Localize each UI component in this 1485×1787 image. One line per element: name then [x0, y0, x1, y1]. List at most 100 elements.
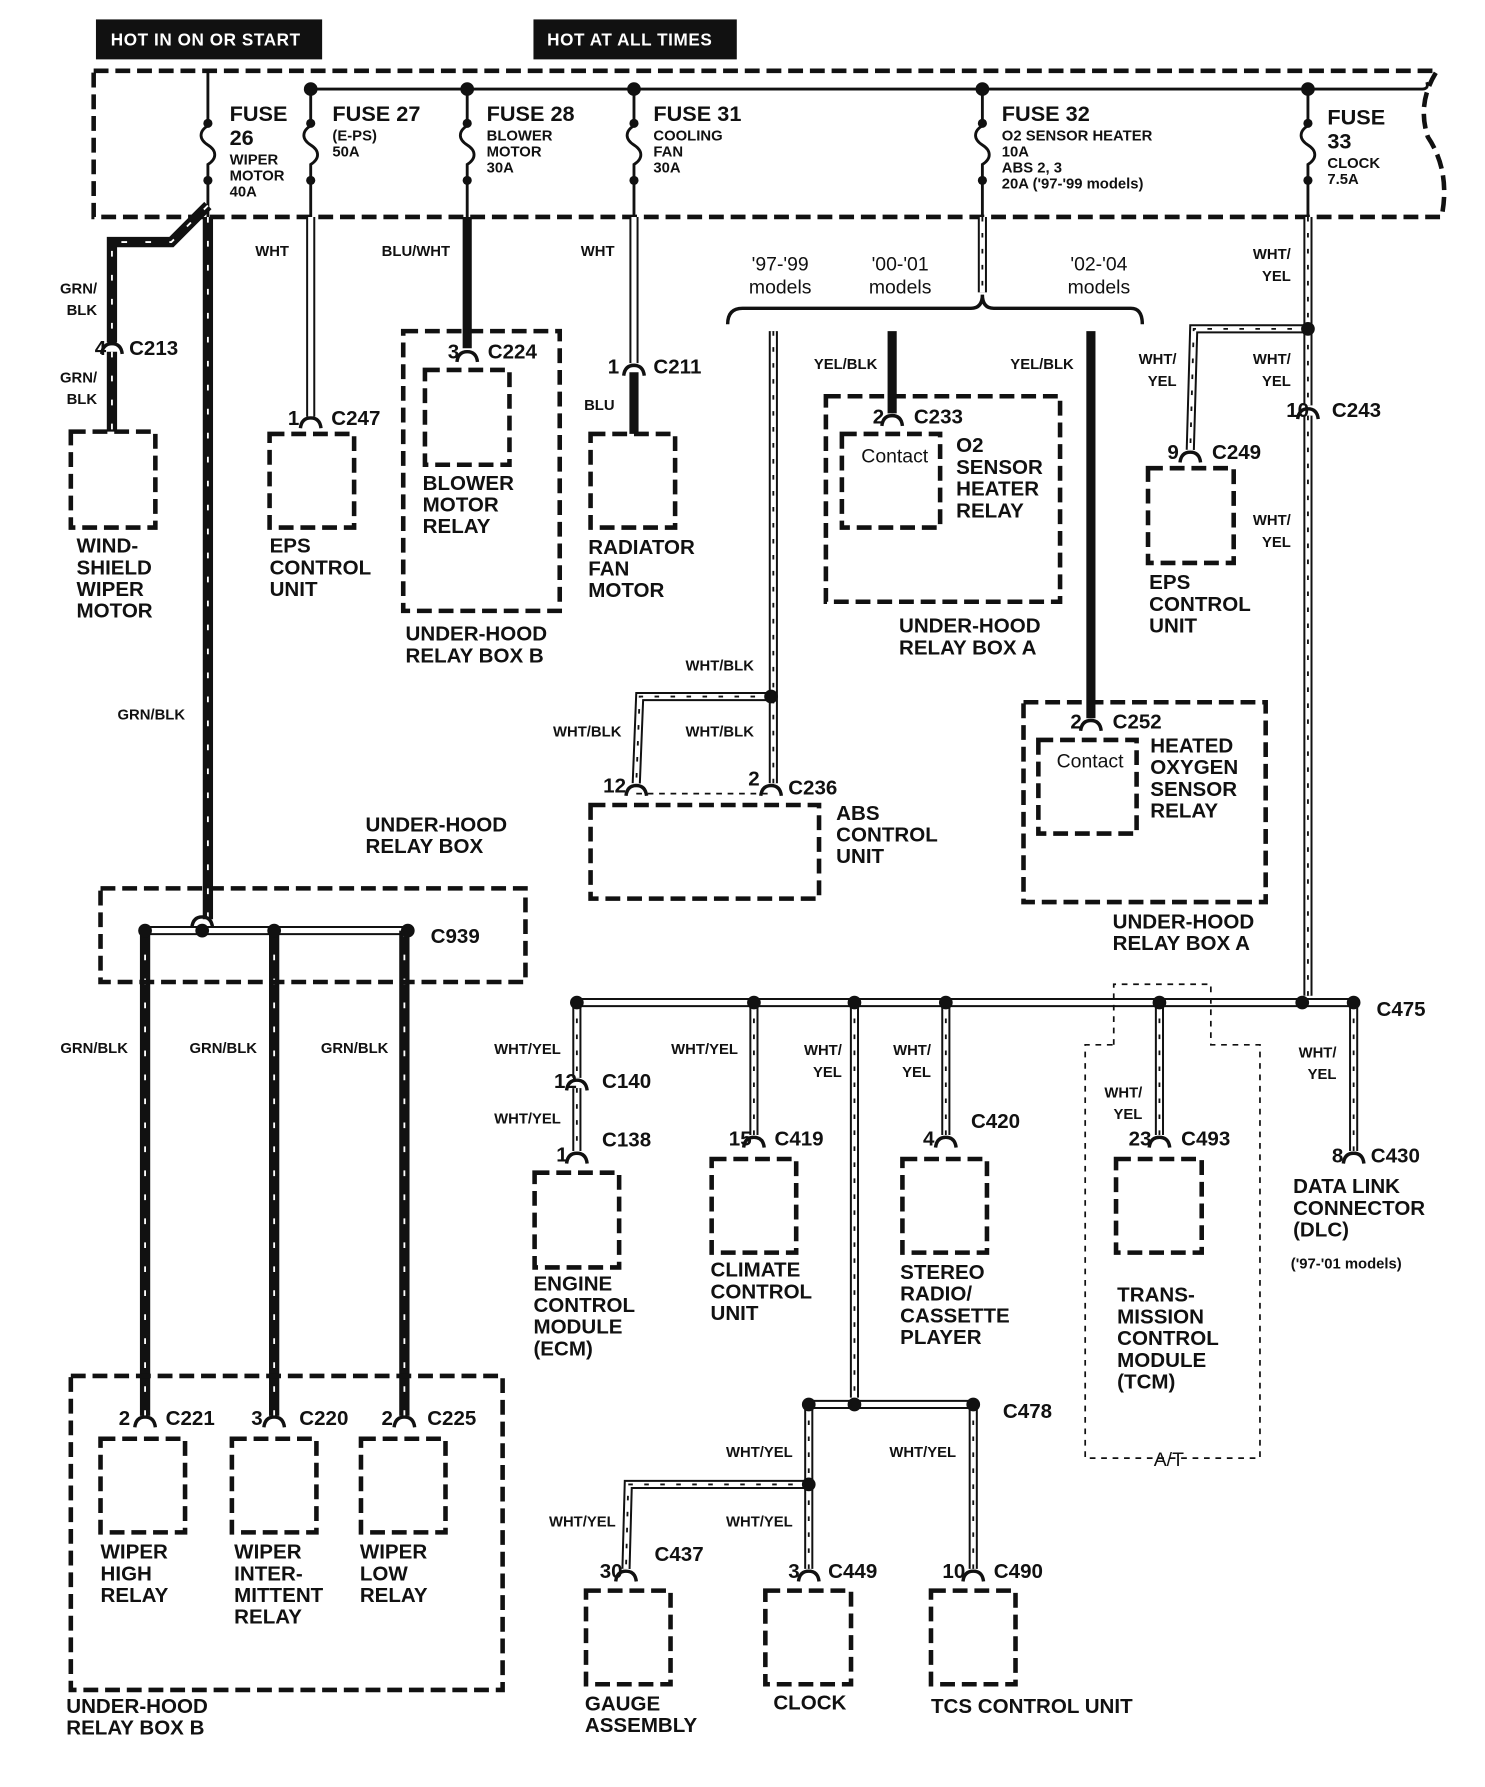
eps-control-unit-2-box: [1145, 465, 1236, 566]
connector-symbol: [1178, 450, 1203, 463]
wire-color-label: YEL: [1262, 269, 1291, 285]
connector-symbol: [621, 363, 646, 376]
model-years: '00-'01: [872, 254, 929, 276]
wire-color-label: GRN/: [60, 371, 97, 387]
component-label-blower-motor-relay: BLOWER: [423, 472, 514, 495]
component-label-under-hood-relay-box: RELAY BOX: [366, 835, 484, 858]
fuse-terminal: [203, 118, 213, 128]
wire-color-label: BLU: [584, 398, 614, 414]
component-label-wiper-low-relay: LOW: [360, 1562, 409, 1585]
component-label-relay-box-b-bottom: UNDER-HOOD: [66, 1695, 208, 1718]
wire-color-label: WHT/: [1104, 1085, 1142, 1101]
connector-id: C220: [299, 1407, 348, 1430]
wire-color-label: YEL/BLK: [1010, 357, 1074, 373]
connector-id: C138: [602, 1128, 651, 1151]
connector-symbol: [455, 349, 480, 363]
o2-contact-box: [839, 431, 943, 530]
connector-symbol: [759, 783, 784, 797]
fuse-rating: COOLING: [653, 128, 722, 144]
component-label-stereo: PLAYER: [900, 1326, 982, 1349]
component-label-relay-box-a-1: RELAY BOX A: [899, 636, 1037, 659]
fuse-title: FUSE 28: [487, 101, 575, 126]
fuse-element: [625, 89, 643, 217]
component-label-relay-box-a-2: UNDER-HOOD: [1113, 910, 1255, 933]
connector-symbol: [1078, 718, 1103, 732]
connector-symbol: [564, 1151, 589, 1164]
fuse-title: FUSE 27: [332, 101, 420, 126]
component-label-windshield-wiper-motor: SHIELD: [77, 556, 152, 579]
wire-color-label: WHT/: [893, 1043, 931, 1059]
fuse-box-outline: [91, 68, 1447, 220]
component-label-stereo: RADIO/: [900, 1283, 972, 1306]
under-hood-relay-box-b-box: [400, 328, 563, 614]
wire-color-label: YEL: [1148, 374, 1177, 390]
fuse-terminal: [462, 118, 472, 128]
wire-color-label: WHT/YEL: [494, 1042, 561, 1058]
connector-pin: 2: [873, 406, 884, 429]
splice-dot: [1301, 322, 1315, 336]
component-label-stereo: STEREO: [900, 1261, 985, 1284]
fuse-rating: 20A ('97-'99 models): [1002, 176, 1144, 192]
splice-dot: [975, 82, 990, 96]
component-label-blower-motor-relay: MOTOR: [423, 494, 499, 517]
fuse-rating: WIPER: [230, 152, 279, 168]
connector-id: C249: [1212, 441, 1261, 464]
splice-dot: [801, 1397, 816, 1412]
component-label-heated-oxygen-sensor-relay: RELAY: [1150, 800, 1218, 823]
fuse-terminal: [977, 175, 987, 185]
connector-id: C140: [602, 1070, 651, 1093]
splice-dot: [303, 82, 318, 96]
heated-o2-contact-box: [1036, 737, 1139, 836]
connector-pin: 3: [251, 1407, 262, 1430]
component-label-under-hood-relay-box: UNDER-HOOD: [366, 813, 508, 836]
connector-id: C233: [914, 406, 963, 429]
component-label-tcm: CONTROL: [1117, 1327, 1219, 1350]
component-label-o2-sensor-heater-relay: RELAY: [956, 499, 1024, 522]
fuse-rating: FAN: [653, 144, 683, 160]
component-label-climate-control-unit: CLIMATE: [711, 1259, 801, 1282]
fuse-rating: CLOCK: [1327, 156, 1380, 172]
component-label-heated-oxygen-sensor-relay: HEATED: [1150, 734, 1233, 757]
component-label-tcm: MISSION: [1117, 1305, 1204, 1328]
wire-color-label: WHT/BLK: [553, 724, 622, 740]
wire-color-label: GRN/BLK: [321, 1041, 389, 1057]
wire-color-label: WHT/: [804, 1043, 842, 1059]
connector-pin: 4: [923, 1127, 935, 1150]
component-label-tcm: TRANS-: [1117, 1284, 1195, 1307]
connector-pin: 23: [1129, 1127, 1152, 1150]
fuse-terminal: [1303, 175, 1313, 185]
component-label-eps-control-unit-1: CONTROL: [270, 556, 372, 579]
component-label-stereo: CASSETTE: [900, 1304, 1010, 1327]
component-label-contact-1: Contact: [861, 445, 929, 467]
wiper-intermittent-relay-box: [229, 1436, 319, 1535]
component-label-o2-sensor-heater-relay: SENSOR: [956, 456, 1043, 479]
splice-dot: [966, 1397, 981, 1412]
fuse-rating: 10A: [1002, 144, 1029, 160]
radiator-fan-motor-box: [588, 431, 678, 530]
fuse-rating: 50A: [332, 144, 359, 160]
fuse-title: FUSE: [230, 101, 288, 126]
model-years: '02-'04: [1070, 254, 1127, 276]
connector-pin: 3: [448, 341, 459, 364]
wire-color-label: BLK: [67, 392, 98, 408]
tcm-box: [1113, 1156, 1204, 1255]
fuse-element: [199, 70, 217, 217]
component-label-ecm: ENGINE: [533, 1272, 612, 1295]
component-label-relay-box-a-1: UNDER-HOOD: [899, 615, 1041, 638]
wiper-low-relay-box: [358, 1436, 448, 1535]
wire-color-label: WHT/BLK: [686, 658, 755, 674]
connector-pin: 1: [288, 407, 299, 430]
fuse-element: [302, 89, 319, 217]
wire-color-label: WHT/: [1253, 247, 1291, 263]
wire-color-label: GRN/: [60, 281, 97, 297]
component-label-wiper-intermittent-relay: WIPER: [234, 1541, 302, 1564]
c939-relay-box: [98, 886, 528, 985]
wire-color-label: YEL: [1113, 1107, 1142, 1123]
fuse-rating: 30A: [487, 160, 514, 176]
component-label-eps-control-unit-1: EPS: [270, 535, 311, 558]
splice-dot: [847, 1397, 862, 1412]
connector-id: C437: [655, 1543, 704, 1566]
component-label-dlc-note: ('97-'01 models): [1291, 1257, 1402, 1273]
connector-symbol: [614, 1569, 638, 1582]
wire-color-label: WHT/YEL: [549, 1515, 616, 1531]
